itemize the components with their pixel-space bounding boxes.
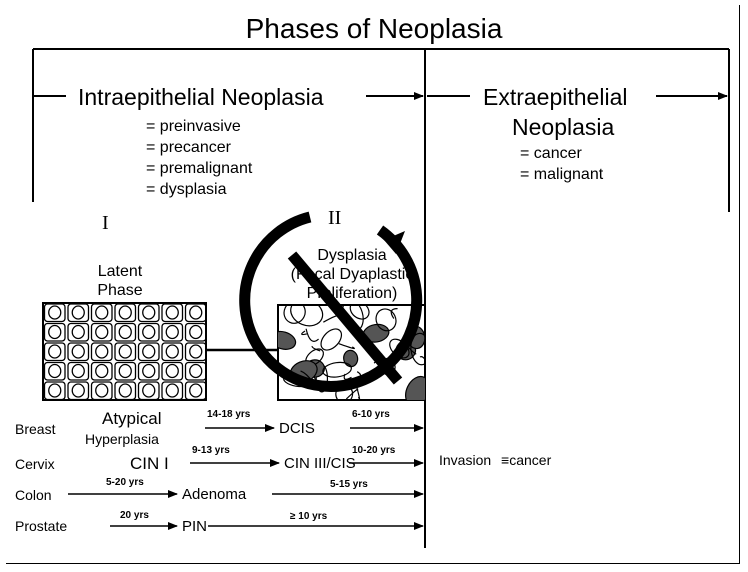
invasion-label: Invasion — [439, 452, 491, 468]
diagram-title: Phases of Neoplasia — [0, 15, 748, 43]
intraepithelial-synonyms: = preinvasive = precancer = premalignant… — [146, 116, 252, 200]
prostate-lesion: PIN — [182, 519, 207, 534]
breast-precursor-line2: Hyperplasia — [85, 432, 159, 446]
breast-interval-1: 14-18 yrs — [207, 410, 250, 420]
breast-precursor-line1: Atypical — [102, 410, 162, 427]
synonym-item: = premalignant — [146, 158, 252, 179]
breast-interval-2: 6-10 yrs — [352, 410, 390, 420]
colon-interval-2: 5-15 yrs — [330, 480, 368, 490]
cervix-label: Cervix — [15, 457, 55, 471]
cervix-lesion: CIN III/CIS — [284, 456, 356, 471]
prostate-interval-2: ≥ 10 yrs — [290, 512, 327, 522]
cervix-precursor: CIN I — [130, 455, 169, 472]
extraepithelial-synonyms: = cancer = malignant — [520, 143, 603, 185]
phases-bracket — [33, 49, 729, 212]
phase-two-numeral: II — [328, 208, 341, 228]
breast-lesion: DCIS — [279, 421, 315, 436]
latent-phase-epithelium-illustration — [43, 303, 230, 400]
synonym-item: = cancer — [520, 143, 603, 164]
intraepithelial-heading: Intraepithelial Neoplasia — [78, 86, 324, 109]
synonym-item: = dysplasia — [146, 179, 252, 200]
breast-label: Breast — [15, 422, 55, 436]
latent-phase-label: Latent Phase — [80, 262, 160, 300]
cervix-interval-2: 10-20 yrs — [352, 446, 395, 456]
synonym-item: = preinvasive — [146, 116, 252, 137]
prostate-interval-1: 20 yrs — [120, 511, 149, 521]
synonym-item: = precancer — [146, 137, 252, 158]
invasion-equivalence: Invasion ≡cancer — [439, 453, 551, 467]
prostate-label: Prostate — [15, 519, 67, 533]
extraepithelial-heading-line1: Extraepithelial — [483, 86, 627, 109]
phase-one-numeral: I — [102, 213, 109, 233]
dysplasia-epithelium-illustration — [268, 295, 434, 411]
colon-lesion: Adenoma — [182, 487, 246, 502]
colon-label: Colon — [15, 488, 52, 502]
equivalence-symbol: ≡ — [501, 452, 509, 468]
invasion-result: cancer — [509, 452, 551, 468]
cervix-interval-1: 9-13 yrs — [192, 446, 230, 456]
synonym-item: = malignant — [520, 164, 603, 185]
dysplasia-label: Dysplasia (Focal Dyaplastic Proliferatio… — [272, 246, 432, 303]
extraepithelial-heading-line2: Neoplasia — [512, 116, 614, 139]
colon-interval-1: 5-20 yrs — [106, 478, 144, 488]
